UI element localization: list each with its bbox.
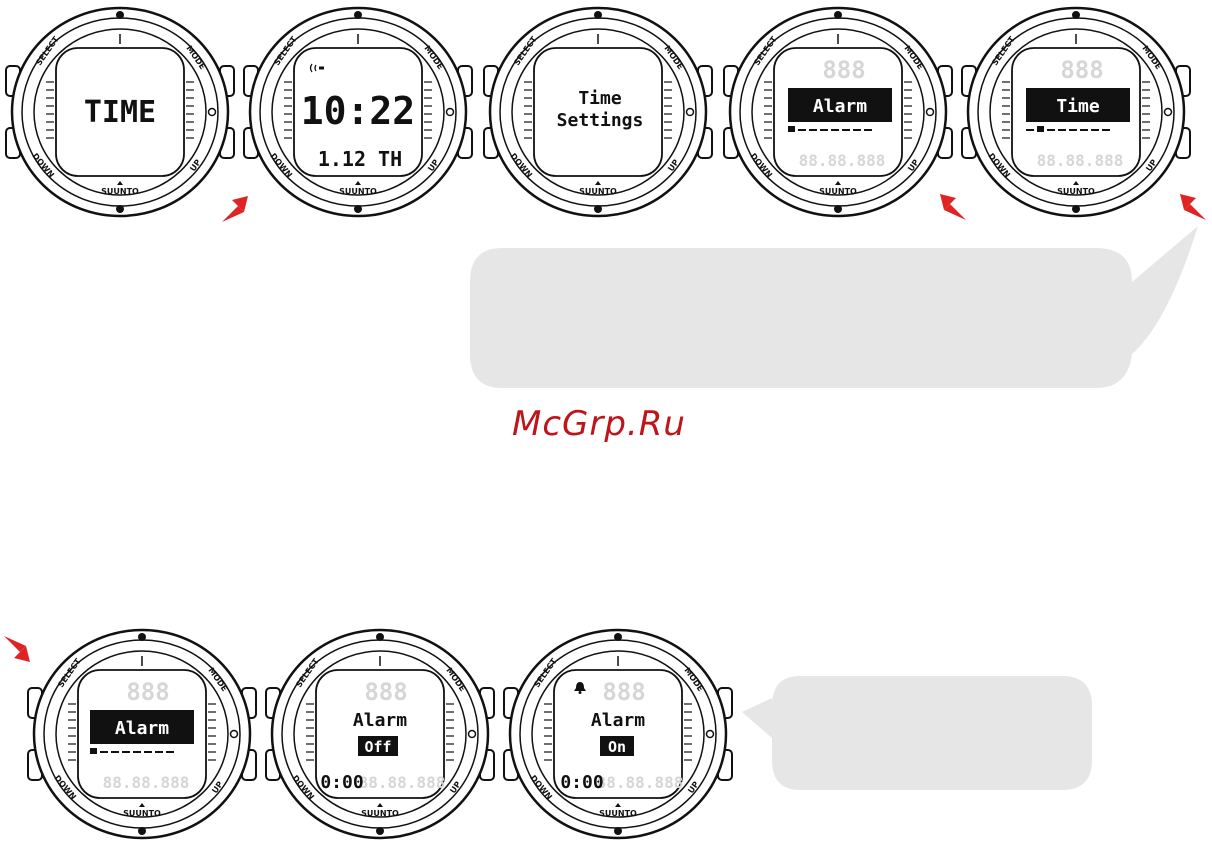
menu-highlight	[1026, 88, 1130, 122]
ghost-digits-top: 888	[126, 678, 169, 706]
brand-label: SUUNTO	[599, 809, 637, 818]
brand-label: SUUNTO	[339, 187, 377, 196]
brand-label: SUUNTO	[361, 809, 399, 818]
watermark-text: McGrp.Ru	[512, 404, 686, 444]
menu-position-indicator	[1026, 126, 1110, 132]
menu-item-label: Time	[1056, 96, 1100, 117]
state-highlight	[600, 736, 634, 756]
menu-position-indicator	[90, 748, 174, 754]
brand-label: SUUNTO	[1057, 187, 1095, 196]
menu-position-indicator	[788, 126, 872, 132]
ghost-digits-bottom: 88.88.888	[1037, 151, 1124, 170]
red-arrow-icon	[4, 636, 30, 662]
ghost-digits-top: 888	[822, 56, 865, 84]
brand-label: SUUNTO	[579, 187, 617, 196]
watch-step-time-highlight: SELECT MODE DOWN UP SUUNTO 888 88.88.888…	[958, 2, 1194, 222]
brand-label: SUUNTO	[101, 187, 139, 196]
lcd-line-1: TIME	[84, 95, 156, 130]
lcd-title: Alarm	[591, 710, 645, 731]
lcd-line-2: Settings	[557, 110, 644, 131]
ghost-digits-top: 888	[364, 678, 407, 706]
menu-item-label: Alarm	[813, 96, 867, 117]
alarm-time-value: 0:00	[560, 772, 603, 793]
red-arrow-icon	[222, 196, 248, 222]
brand-label: SUUNTO	[123, 809, 161, 818]
red-arrow-icon	[940, 194, 966, 220]
brand-label: SUUNTO	[819, 187, 857, 196]
ghost-digits-top: 888	[1060, 56, 1103, 84]
alarm-time-value: 0:00	[320, 772, 363, 793]
ghost-digits-bottom: 88.88.888	[359, 773, 446, 792]
lcd-time: 10:22	[301, 89, 415, 133]
ghost-digits-bottom: 88.88.888	[597, 773, 684, 792]
watch-step-time-settings: SELECT MODE DOWN UP SUUNTO Time Settings	[480, 2, 716, 222]
watch-step-alarm-off: SELECT MODE DOWN UP SUUNTO 888 88.88.888…	[262, 624, 498, 844]
callout-bubble-top	[470, 226, 1198, 388]
lcd-line-1: Time	[578, 88, 622, 109]
callout-bubble-bottom	[742, 676, 1092, 790]
watch-step-alarm-select: SELECT MODE DOWN UP SUUNTO 888 88.88.888…	[24, 624, 260, 844]
watch-step-alarm-on: SELECT MODE DOWN UP SUUNTO 888 88.88.888…	[500, 624, 736, 844]
watch-step-time-display: SELECT MODE DOWN UP SUUNTO 10:22 1.12 TH	[240, 2, 476, 222]
ghost-digits-bottom: 88.88.888	[799, 151, 886, 170]
menu-highlight	[90, 710, 194, 744]
ghost-digits-top: 888	[602, 678, 645, 706]
lcd-date: 1.12 TH	[318, 147, 402, 171]
lcd-title: Alarm	[353, 710, 407, 731]
watch-step-alarm-highlight: SELECT MODE DOWN UP SUUNTO 888 88.88.888…	[720, 2, 956, 222]
alarm-state-value: On	[608, 738, 626, 756]
watch-step-time-menu: SELECT MODE DOWN UP SUUNTO TIME	[2, 2, 238, 222]
state-highlight	[358, 736, 398, 756]
red-arrow-icon	[1180, 194, 1206, 220]
alarm-state-value: Off	[364, 738, 391, 756]
bell-icon	[574, 682, 586, 694]
menu-highlight	[788, 88, 892, 122]
signal-icon	[309, 63, 324, 73]
ghost-digits-bottom: 88.88.888	[103, 773, 190, 792]
menu-item-label: Alarm	[115, 718, 169, 739]
